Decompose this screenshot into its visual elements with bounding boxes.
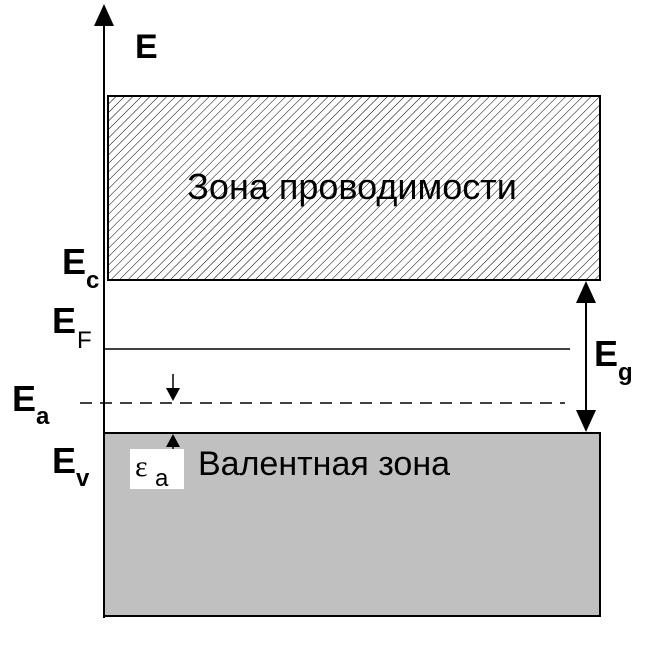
eg-subscript: g [618,359,633,386]
epsilon-label-box [130,449,184,489]
energy-axis-label: E [135,28,158,66]
band-gap-arrowhead-top [576,281,596,303]
ea-subscript: a [36,403,50,430]
epsilon-down-arrowhead [166,388,180,401]
ev-label: E [52,440,76,481]
ec-label: E [62,241,86,282]
valence-band [103,432,601,617]
ev-subscript: v [76,465,90,492]
ea-label: E [12,378,36,419]
ec-subscript: c [86,267,99,294]
valence-band-label: Валентная зона [198,445,450,483]
energy-axis-arrowhead [94,4,114,26]
conduction-band [107,95,601,281]
conduction-band-label: Зона проводимости [187,166,517,207]
epsilon-subscript: a [155,465,169,492]
epsilon-label: ε [135,450,148,483]
ef-label: E [52,300,76,341]
eg-label: E [594,333,618,374]
band-gap-arrowhead-bottom [576,410,596,432]
ef-subscript: F [77,327,92,354]
epsilon-up-arrowhead [166,434,180,447]
